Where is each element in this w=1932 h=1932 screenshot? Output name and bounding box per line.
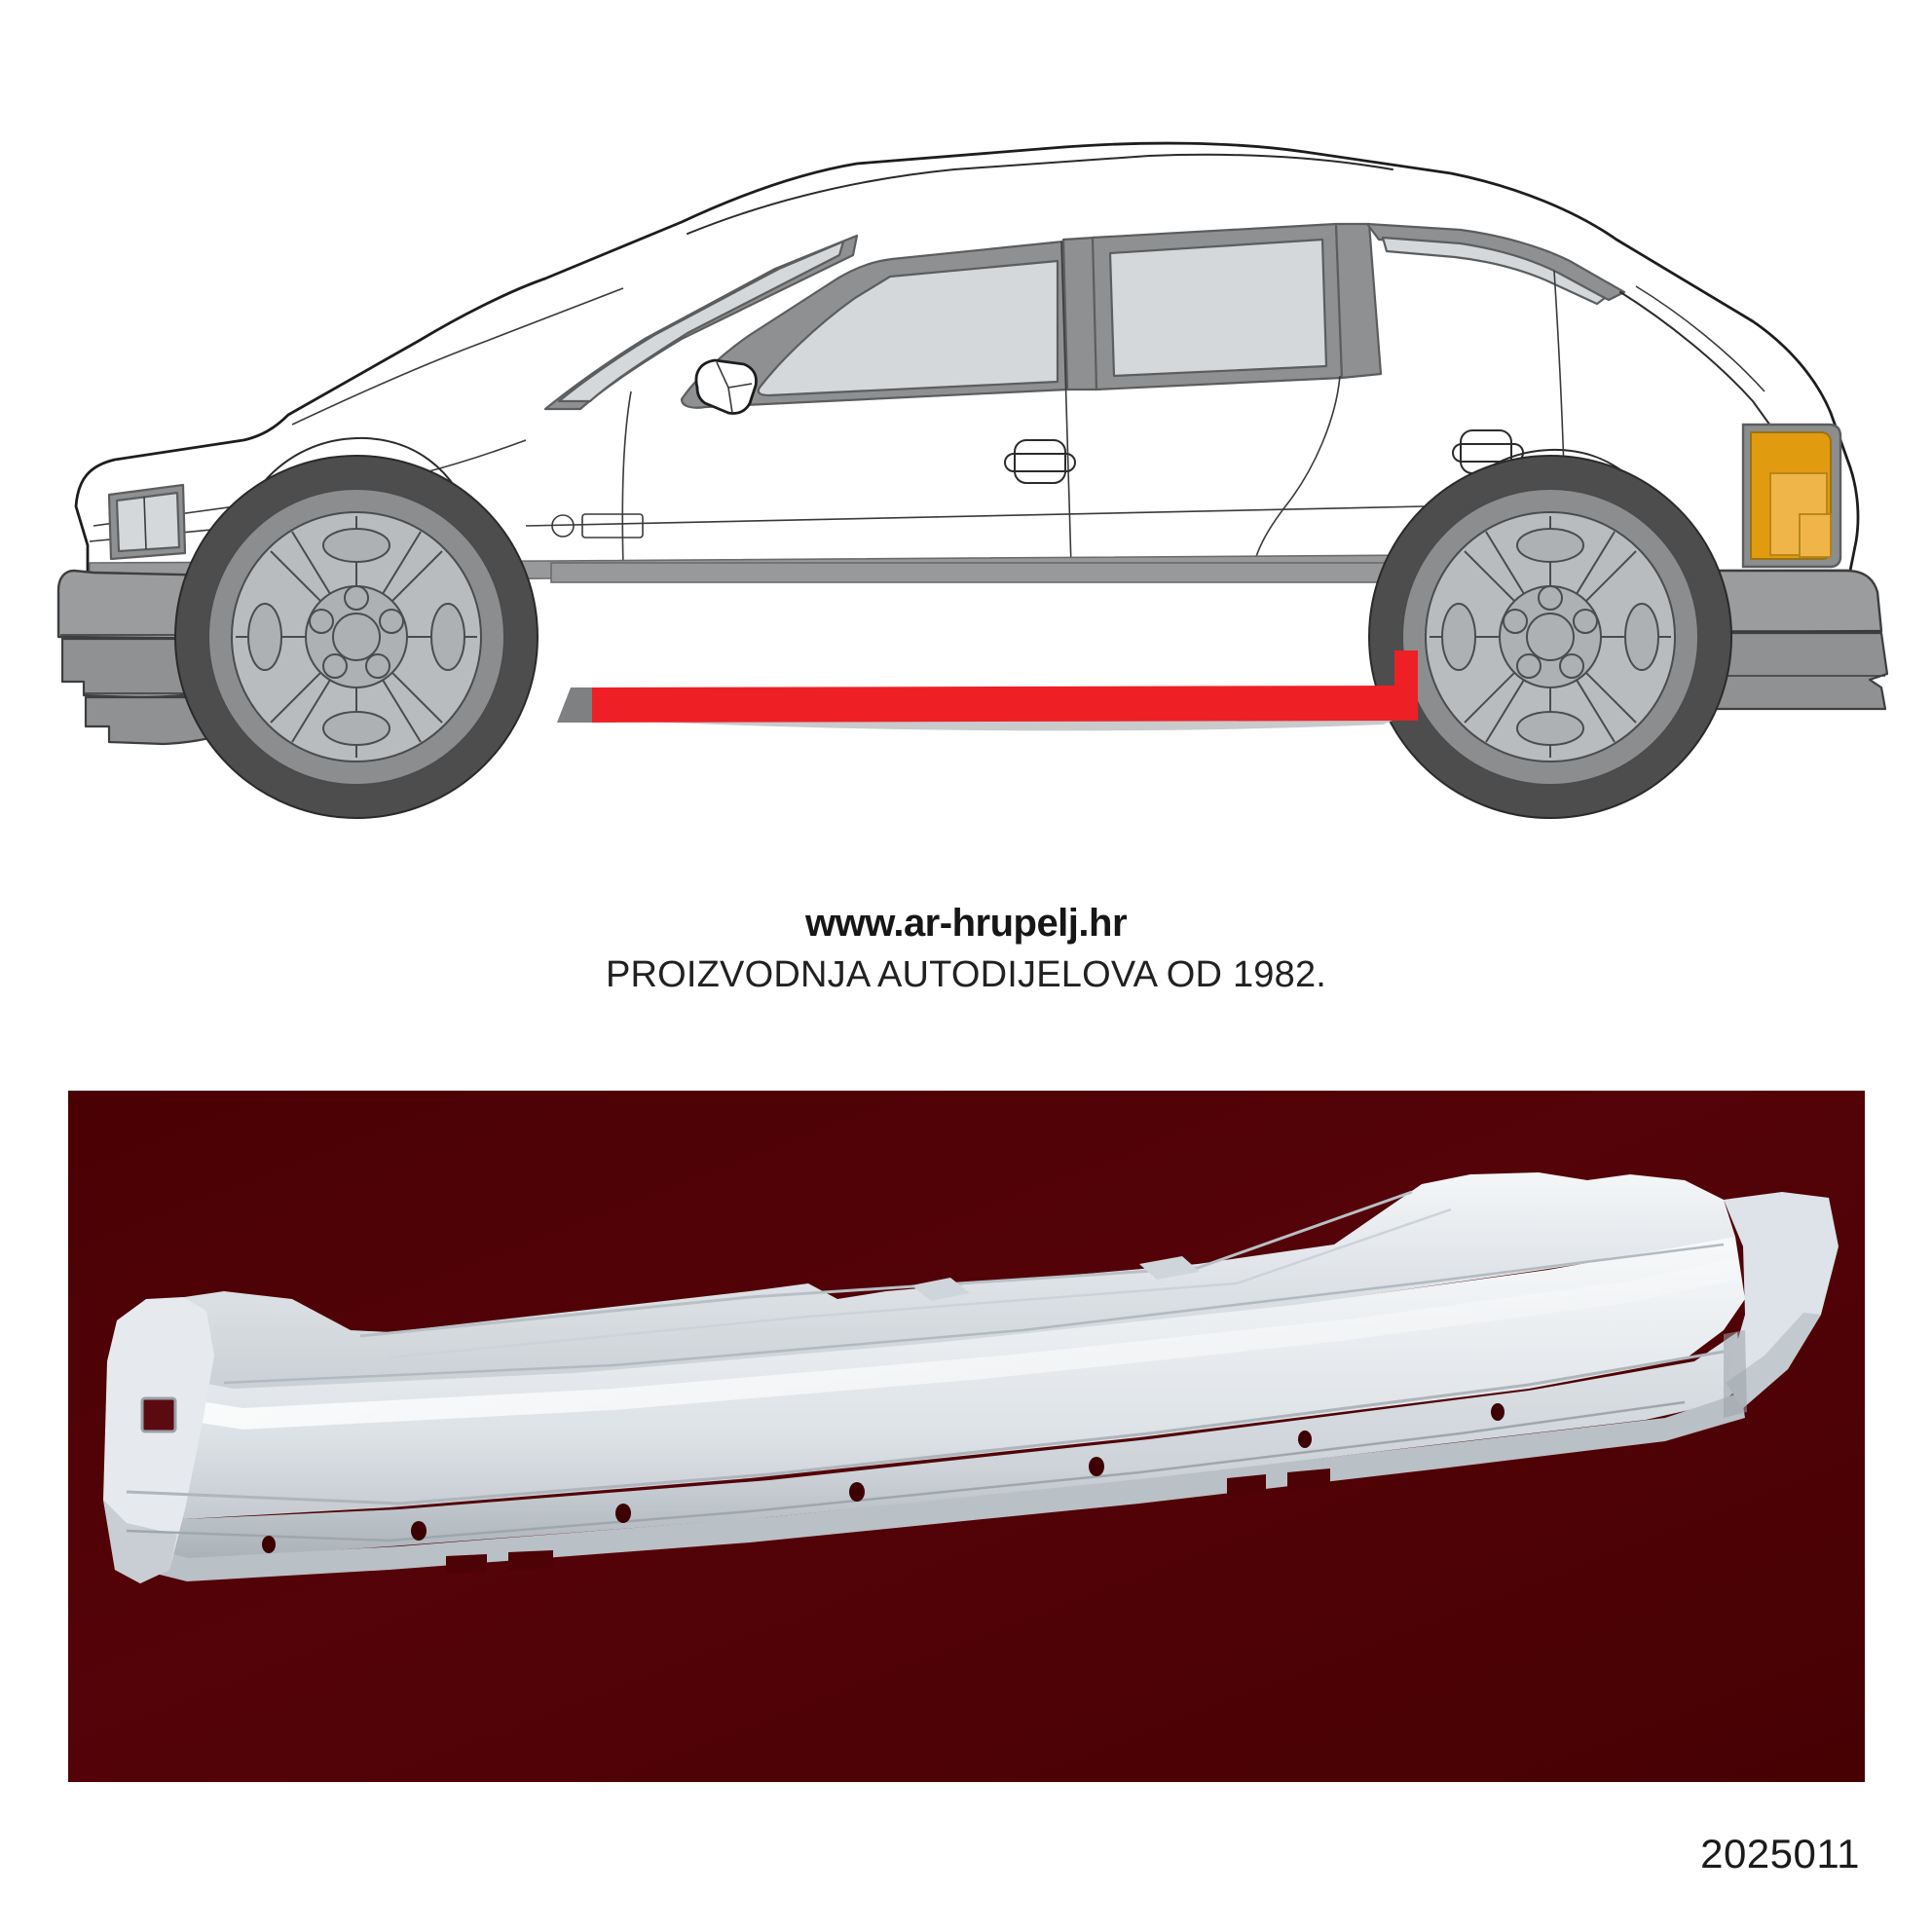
sill-left-shadow bbox=[557, 687, 592, 723]
left-end-square-hole bbox=[140, 1396, 177, 1433]
front-wing-marker bbox=[551, 513, 644, 539]
website-text: www.ar-hrupelj.hr bbox=[804, 902, 1128, 945]
sill-panel-photo-svg bbox=[68, 1091, 1865, 1782]
front-door-handle-icon bbox=[1004, 439, 1076, 484]
sill-panel-part bbox=[103, 1172, 1839, 1583]
headlight bbox=[107, 483, 187, 561]
front-wheel bbox=[174, 455, 539, 819]
car-side-view-diagram: .ln{fill:none;stroke:#1d1d1d;stroke-widt… bbox=[0, 0, 1932, 876]
drain-holes bbox=[262, 1403, 1505, 1553]
car-diagram-svg: .ln{fill:none;stroke:#1d1d1d;stroke-widt… bbox=[56, 141, 1889, 819]
taillight bbox=[1741, 423, 1842, 569]
rear-wheel bbox=[1368, 455, 1732, 819]
tagline-text: PROIZVODNJA AUTODIJELOVA OD 1982. bbox=[605, 954, 1327, 995]
part-number: 2025011 bbox=[1700, 1831, 1860, 1876]
sill-highlight-area bbox=[592, 650, 1418, 723]
door-rub-strip bbox=[550, 562, 1429, 583]
sill-panel-photo bbox=[68, 1091, 1865, 1782]
caption-block: www.ar-hrupelj.hr PROIZVODNJA AUTODIJELO… bbox=[0, 901, 1932, 999]
